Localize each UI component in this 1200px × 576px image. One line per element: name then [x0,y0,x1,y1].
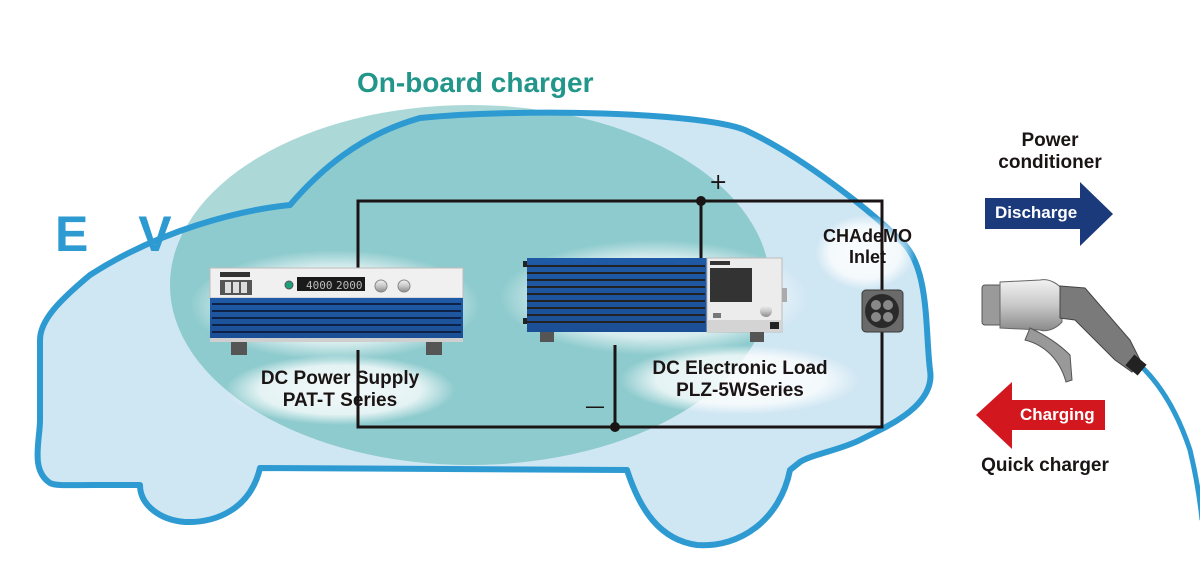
chademo-inlet-device [861,289,904,333]
power-supply-name: DC Power Supply [260,368,420,389]
electronic-load-name: DC Electronic Load [652,358,828,379]
negative-terminal-label: — [585,394,605,418]
discharge-arrow [985,182,1113,246]
charging-arrow [976,382,1105,449]
positive-rail [356,199,884,290]
quick-charger-label: Quick charger [981,455,1109,476]
onboard-charger-title: On-board charger [357,67,594,98]
power-conditioner-label: Power conditioner [960,130,1140,174]
power-conditioner-line1: Power [1021,130,1079,151]
dc-electronic-load-device [523,257,787,342]
positive-terminal-label: + [709,170,728,195]
positive-junction [696,196,706,206]
power-supply-series: PAT-T Series [282,389,398,411]
discharge-label: Discharge [995,203,1078,222]
ev-title: E V [55,206,190,262]
charging-label: Charging [1020,405,1095,424]
negative-junction [610,422,620,432]
quick-charger-connector [981,279,1200,521]
chademo-inlet: Inlet [848,246,886,267]
electronic-load-label: DC Electronic Load PLZ-5WSeries [630,358,850,402]
power-conditioner-line2: conditioner [998,151,1102,173]
chademo-name: CHAdeMO [823,226,912,246]
psu-display-a: 4000 [306,279,333,292]
car-outline [34,109,934,549]
dc-power-supply-device: 4000 2000 [209,267,464,355]
power-supply-label: DC Power Supply PAT-T Series [235,368,445,412]
chademo-inlet-label: CHAdeMO Inlet [820,226,915,267]
electronic-load-series: PLZ-5WSeries [676,379,804,401]
psu-display-b: 2000 [336,279,363,292]
